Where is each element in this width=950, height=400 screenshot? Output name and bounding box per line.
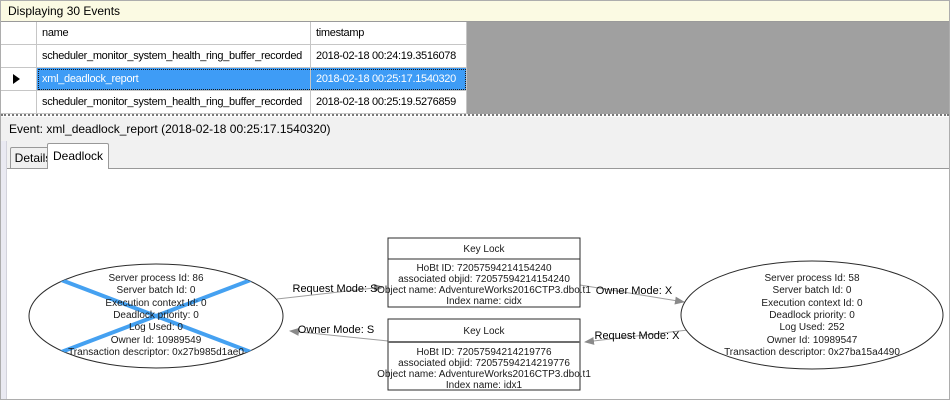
detail-pane-chrome: Event: xml_deadlock_report (2018-02-18 0… [1, 117, 949, 169]
events-grid: name timestamp scheduler_monitor_system_… [1, 22, 467, 114]
grid-corner-cell [1, 22, 37, 45]
process-line: Deadlock priority: 0 [769, 310, 855, 321]
resource-title: Key Lock [463, 244, 505, 255]
resource-line: Object name: AdventureWorks2016CTP3.dbo.… [377, 285, 591, 296]
edge-label-owner-s: Owner Mode: S [298, 324, 374, 336]
tab-deadlock[interactable]: Deadlock [47, 143, 109, 169]
edge-owner-x: Owner Mode: X [579, 284, 685, 305]
event-timestamp-cell: 2018-02-18 00:24:19.3516078 [311, 45, 467, 68]
column-header-timestamp[interactable]: timestamp [311, 22, 467, 45]
process-line: Server process Id: 86 [108, 273, 203, 284]
edge-request-x: Request Mode: X [584, 329, 689, 345]
process-line: Execution context Id: 0 [761, 298, 863, 309]
process-line: Server process Id: 58 [764, 273, 859, 284]
process-node-victim[interactable]: Server process Id: 86 Server batch Id: 0… [28, 263, 284, 369]
event-timestamp-cell: 2018-02-18 00:25:19.5276859 [311, 91, 467, 114]
resource-line: Index name: cidx [446, 296, 522, 307]
edge-label-owner-x: Owner Mode: X [596, 285, 673, 297]
resource-title: Key Lock [463, 326, 505, 337]
resource-node-top[interactable]: Key Lock HoBt ID: 72057594214154240 asso… [377, 237, 591, 308]
edge-label-request-x: Request Mode: X [595, 330, 681, 342]
edge-owner-s: Owner Mode: S [289, 324, 389, 342]
resource-line: associated objid: 72057594214154240 [398, 274, 570, 285]
event-timestamp-cell: 2018-02-18 00:25:17.1540320 [311, 68, 467, 91]
row-selector[interactable] [1, 45, 37, 68]
process-line: Log Used: 252 [779, 322, 844, 333]
row-selector[interactable] [1, 68, 37, 91]
tab-details[interactable]: Details [10, 147, 56, 168]
grid-header-row: name timestamp [1, 22, 467, 45]
events-count-label: Displaying 30 Events [8, 4, 121, 18]
process-node-right[interactable]: Server process Id: 58 Server batch Id: 0… [680, 260, 944, 370]
victim-cross-icon [34, 268, 278, 364]
resource-line: associated objid: 72057594214219776 [398, 358, 570, 369]
pane-splitter[interactable] [1, 114, 949, 117]
process-line: Transaction descriptor: 0x27b985d1ae0 [68, 347, 244, 358]
event-name-cell: scheduler_monitor_system_health_ring_buf… [37, 45, 311, 68]
process-line: Owner Id: 10989547 [767, 335, 858, 346]
resource-node-bottom[interactable]: Key Lock HoBt ID: 72057594214219776 asso… [377, 318, 591, 391]
event-summary-bar: Event: xml_deadlock_report (2018-02-18 0… [9, 122, 331, 136]
current-row-arrow-icon [13, 74, 20, 84]
row-selector[interactable] [1, 91, 37, 114]
edge-label-request-s: Request Mode: S [293, 283, 378, 295]
event-row[interactable]: scheduler_monitor_system_health_ring_buf… [1, 45, 467, 68]
process-line: Execution context Id: 0 [105, 298, 207, 309]
event-row[interactable]: scheduler_monitor_system_health_ring_buf… [1, 91, 467, 114]
process-line: Owner Id: 10989549 [111, 335, 202, 346]
process-line: Server batch Id: 0 [117, 285, 196, 296]
event-name-cell: scheduler_monitor_system_health_ring_buf… [37, 91, 311, 114]
column-header-name[interactable]: name [37, 22, 311, 45]
process-line: Log Used: 0 [129, 322, 183, 333]
process-line: Deadlock priority: 0 [113, 310, 199, 321]
process-line: Server batch Id: 0 [773, 285, 852, 296]
resource-line: HoBt ID: 72057594214154240 [416, 263, 552, 274]
resource-line: HoBt ID: 72057594214219776 [416, 347, 552, 358]
left-edge-strip [1, 141, 7, 399]
edge-request-s: Request Mode: S [276, 283, 384, 300]
events-count-bar: Displaying 30 Events [1, 1, 949, 22]
resource-line: Index name: idx1 [446, 380, 523, 391]
process-line: Transaction descriptor: 0x27ba15a4490 [724, 347, 900, 358]
resource-line: Object name: AdventureWorks2016CTP3.dbo.… [377, 369, 591, 380]
event-name-cell: xml_deadlock_report [37, 68, 311, 91]
event-row-selected[interactable]: xml_deadlock_report 2018-02-18 00:25:17.… [1, 68, 467, 91]
